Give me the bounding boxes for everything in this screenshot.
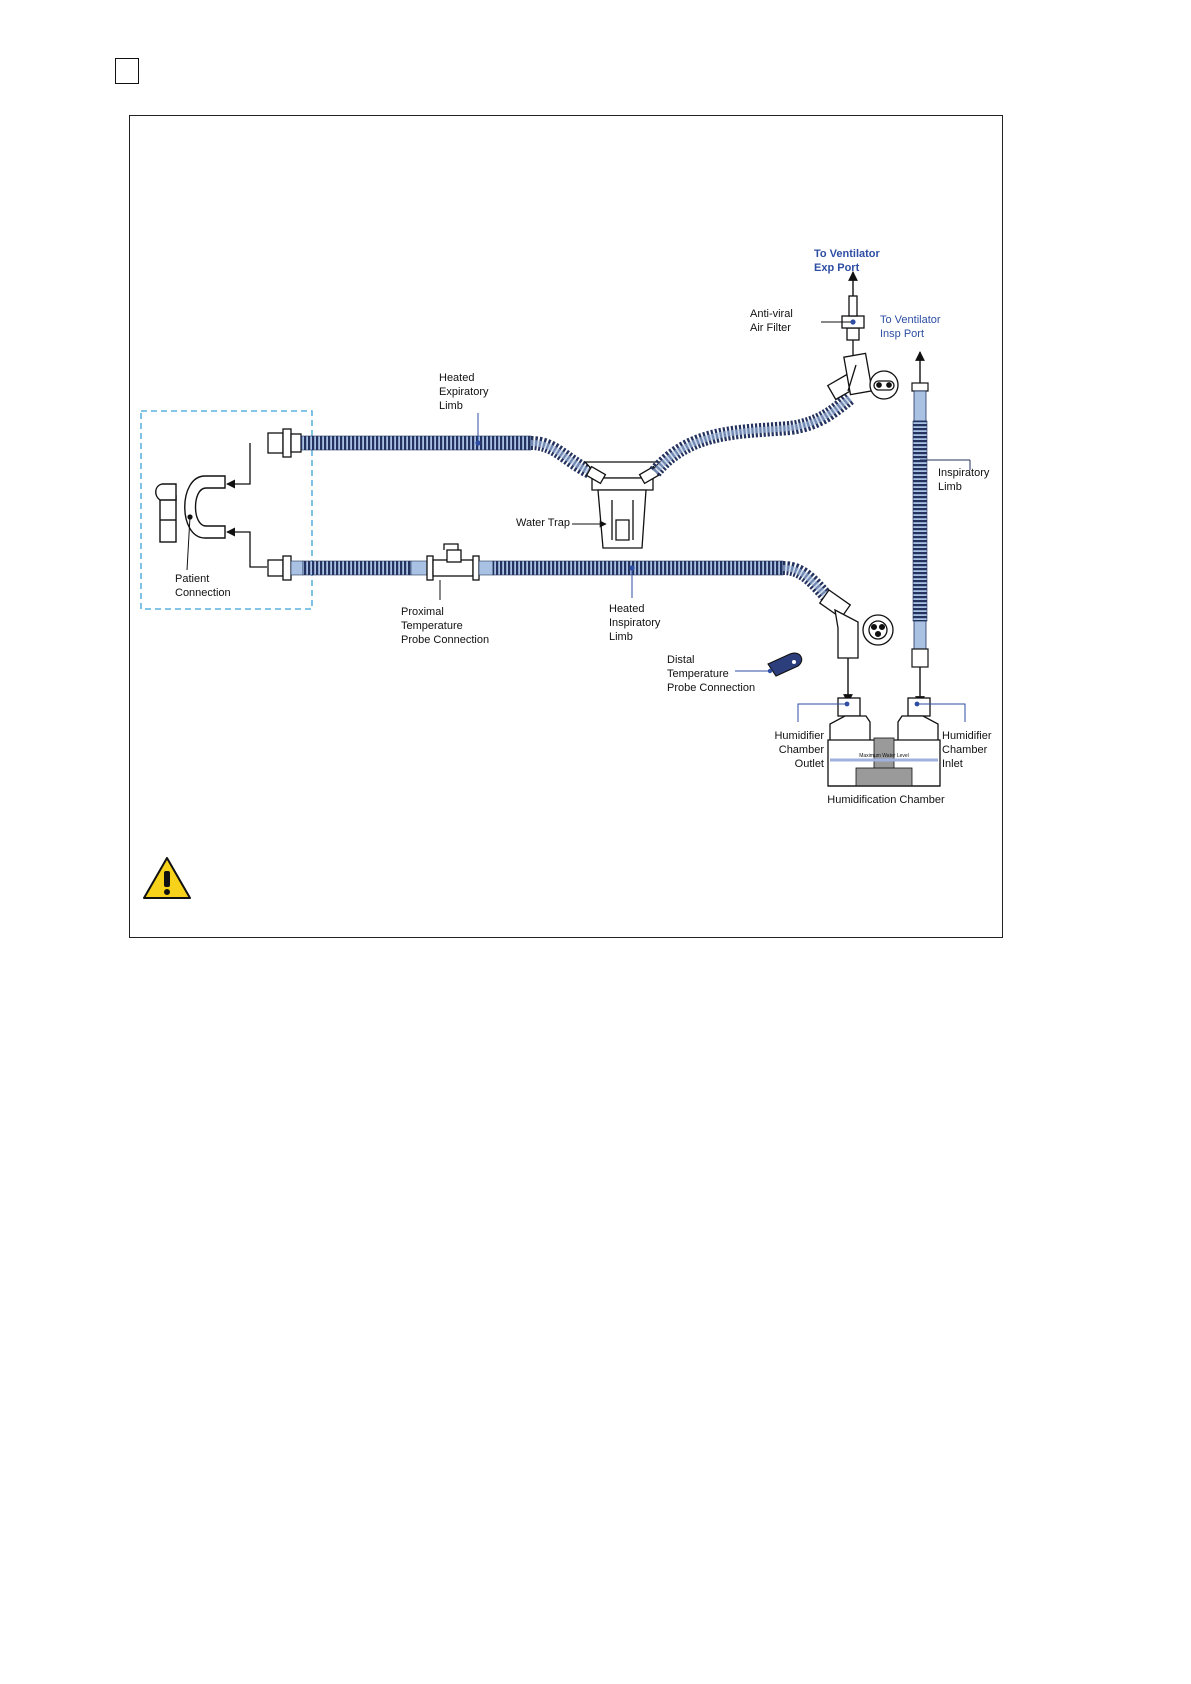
exp-port-label-2: Exp Port [814,262,860,274]
chamber-outlet-connector [818,589,859,659]
heated-inspiratory-limb-tube [492,560,784,576]
inspiratory-patient-connector [267,555,292,581]
outlet-label-3: Outlet [795,758,824,770]
filter-label-2: Air Filter [750,322,791,334]
heated-insp-label-3: Limb [609,631,633,643]
inlet-label-1: Humidifier [942,730,992,742]
max-water-level-label: Maximum Water Level [859,753,909,759]
exp-limb-label-2: Expiratory [439,386,489,398]
exp-limb-label-3: Limb [439,400,463,412]
water-trap-label: Water Trap [516,517,570,529]
water-trap [583,461,662,549]
filter-marker [850,319,856,325]
exp-port-label-1: To Ventilator [814,248,881,260]
inlet-label-2: Chamber [942,744,988,756]
inspiratory-limb-tube [912,420,928,622]
insp-port-label-2: Insp Port [880,328,924,340]
proximal-label-1: Proximal [401,606,444,618]
outlet-label-1: Humidifier [774,730,824,742]
outlet-label-2: Chamber [779,744,825,756]
figure-frame [129,115,1003,938]
proximal-label-2: Temperature [401,620,463,632]
heated-expiratory-limb-tube [300,435,532,451]
insp-limb-label-2: Limb [938,481,962,493]
distal-probe-port [862,614,894,646]
y-piece [155,475,226,543]
distal-probe [767,652,803,677]
probe-port-exp [869,370,899,400]
warning-icon [143,857,191,899]
expiratory-vent-connector [826,352,873,401]
humidification-chamber-label: Humidification Chamber [827,794,945,806]
anti-viral-filter [841,295,865,341]
corner-checkbox [115,58,139,84]
distal-label-1: Distal [667,654,695,666]
heated-insp-label-1: Heated [609,603,644,615]
inlet-label-3: Inlet [942,758,963,770]
insp-limb-label-1: Inspiratory [938,467,990,479]
proximal-label-3: Probe Connection [401,634,489,646]
patient-connection-box [140,410,313,610]
insp-port-label-1: To Ventilator [880,314,941,326]
distal-label-3: Probe Connection [667,682,755,694]
exp-limb-label-1: Heated [439,372,474,384]
patient-conn-label-1: Patient [175,573,209,585]
filter-label-1: Anti-viral [750,308,793,320]
proximal-probe-connection [426,543,480,581]
heated-insp-label-2: Inspiratory [609,617,661,629]
patient-conn-label-2: Connection [175,587,231,599]
svg-text:Exp Port: Exp Port [814,262,860,274]
expiratory-patient-connector [267,428,302,458]
distal-label-2: Temperature [667,668,729,680]
